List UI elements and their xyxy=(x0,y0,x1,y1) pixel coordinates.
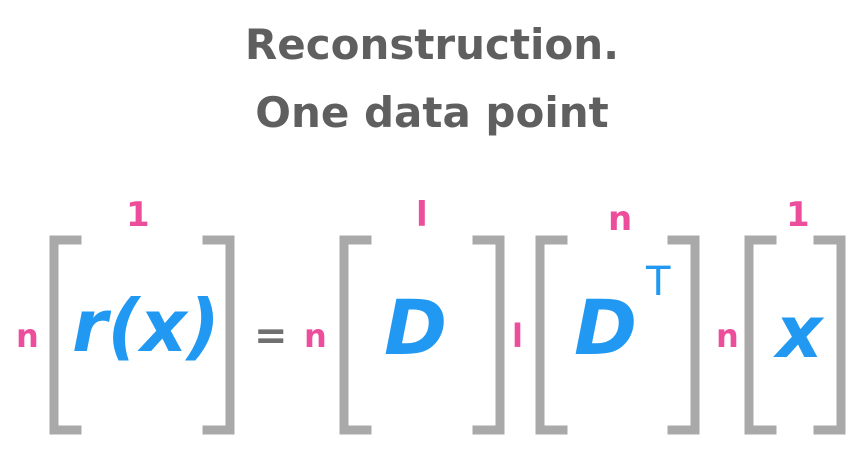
right-bracket-rx xyxy=(202,235,235,435)
left-bracket-x xyxy=(744,235,777,435)
d-rows-label: n xyxy=(304,317,327,355)
left-bracket-dt xyxy=(535,235,568,435)
left-bracket-rx xyxy=(49,235,82,435)
right-bracket-dt xyxy=(667,235,700,435)
title-line-1: Reconstruction. xyxy=(244,20,620,69)
lhs-symbol: r(x) xyxy=(72,284,220,368)
right-bracket-d xyxy=(472,235,505,435)
x-cols-label: 1 xyxy=(786,195,810,235)
d-symbol: D xyxy=(384,283,448,372)
lhs-rows-label: n xyxy=(16,317,39,355)
x-symbol: x xyxy=(776,290,823,374)
d-cols-label: l xyxy=(416,195,428,235)
title-line-2: One data point xyxy=(255,88,609,137)
left-bracket-d xyxy=(339,235,372,435)
x-rows-label: n xyxy=(716,317,739,355)
dt-rows-label: l xyxy=(512,317,523,355)
equals-sign: = xyxy=(254,313,288,359)
lhs-cols-label: 1 xyxy=(126,195,150,235)
right-bracket-x xyxy=(813,235,846,435)
dt-cols-label: n xyxy=(608,199,633,239)
transpose-superscript: T xyxy=(646,259,671,305)
dt-symbol: D xyxy=(574,283,638,372)
